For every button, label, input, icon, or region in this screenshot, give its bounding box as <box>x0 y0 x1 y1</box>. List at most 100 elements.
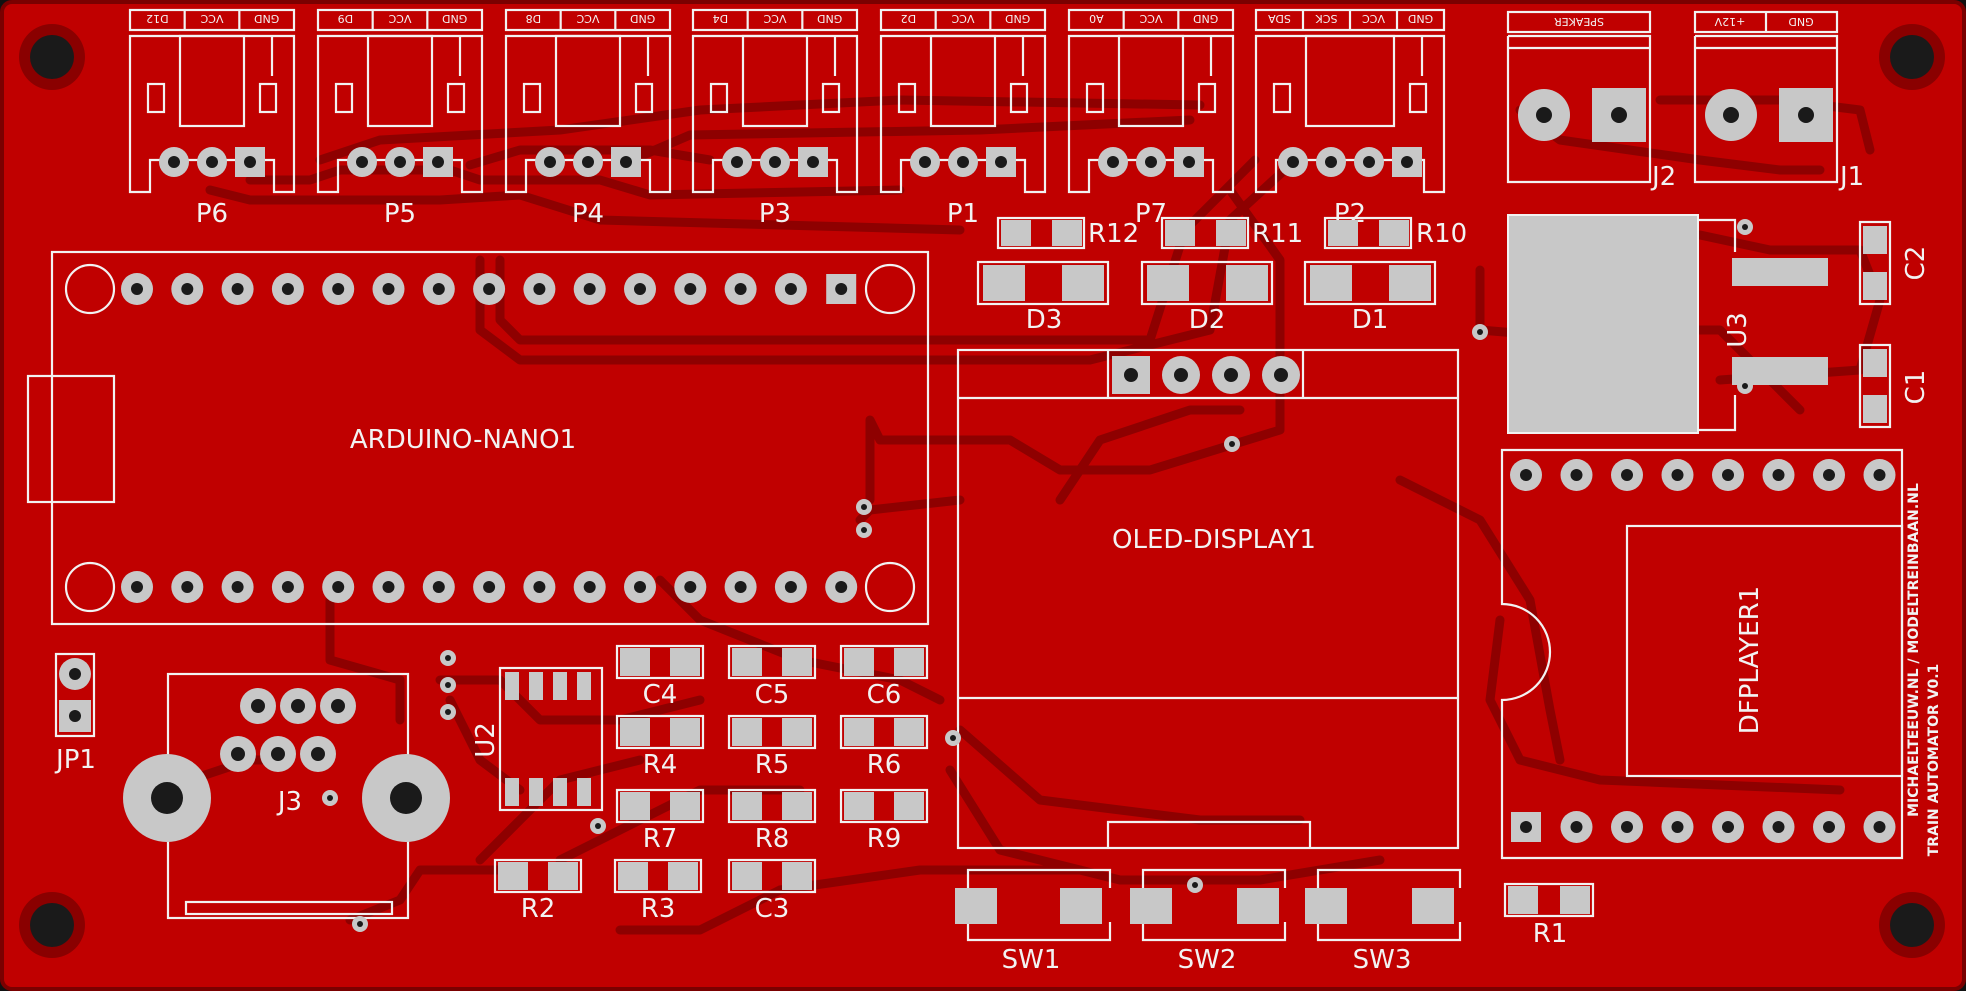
smd-outline <box>615 714 705 750</box>
smd-pad <box>894 792 924 820</box>
smd-ref-label: R9 <box>867 824 902 854</box>
terminal-j2: SPEAKER J2 <box>1506 10 1676 192</box>
df-pad-drill <box>1772 821 1785 833</box>
connector-pin-label: D2 <box>901 12 916 25</box>
vias <box>322 219 1753 932</box>
via-drill <box>861 527 867 533</box>
connector-key-left <box>522 82 542 114</box>
connector-pad-pin1-drill <box>244 156 256 168</box>
connector-ref-label: P5 <box>384 199 416 229</box>
nano-pad-pin1-drill <box>835 283 848 295</box>
connector-ref-label: P3 <box>759 199 791 229</box>
dfplayer: DFPLAYER1 MICHAELTEEUW.NL / MODELTREINBA… <box>1500 448 1942 860</box>
smd-ref-label: R6 <box>867 750 902 780</box>
connector-ref-label: P4 <box>572 199 604 229</box>
nano-pad-drill <box>181 581 194 593</box>
smd-pad <box>782 648 812 676</box>
nano-pad-drill <box>583 283 596 295</box>
connector-key-right <box>1408 82 1428 114</box>
r11-label: R11 <box>1252 219 1303 249</box>
connector-header-box <box>879 8 1047 32</box>
df-pad-drill <box>1671 469 1684 481</box>
smd-pad <box>732 792 762 820</box>
r10-label: R10 <box>1416 219 1467 249</box>
connector-ref-label: P6 <box>196 199 228 229</box>
smd-ref-label: R2 <box>521 894 556 924</box>
smd-r4: R4 <box>615 714 705 780</box>
jumper-jp1: JP1 <box>54 652 96 775</box>
nano-pad-drill <box>181 283 194 295</box>
connector-pad-drill <box>957 156 969 168</box>
smd-outline <box>727 788 817 824</box>
nano-pad-drill <box>432 581 445 593</box>
connector-pad-pin1-drill <box>432 156 444 168</box>
connector-pad-drill <box>919 156 931 168</box>
connector-pad-drill <box>769 156 781 168</box>
df-pad-drill <box>1570 821 1583 833</box>
smd-pad <box>498 862 528 890</box>
j1-header-gnd: GND <box>1788 15 1813 28</box>
smd-ref-label: R7 <box>643 824 678 854</box>
nano-pad-drill <box>231 283 244 295</box>
connector-pin-label: VCC <box>576 12 599 25</box>
connector-key-left <box>709 82 729 114</box>
nano-pad-drill <box>634 283 646 295</box>
connector-pad-drill <box>582 156 594 168</box>
connector-pin-label: GND <box>630 12 655 25</box>
nano-pad-drill <box>734 581 747 593</box>
connector-pin-label: D4 <box>713 12 728 25</box>
smd-outline <box>493 858 583 894</box>
smd-outline <box>839 714 929 750</box>
nano-pad-drill <box>483 581 496 593</box>
via-drill <box>1192 882 1198 888</box>
smd-pad <box>844 648 874 676</box>
df-pad-drill <box>1520 469 1532 481</box>
connector-latch <box>366 34 434 128</box>
smd-pad <box>782 792 812 820</box>
connector-key-right <box>634 82 654 114</box>
connector-body <box>691 34 859 194</box>
connector-key-left <box>897 82 917 114</box>
smd-r3: R3 <box>613 858 703 924</box>
connector-ref-label: P1 <box>947 199 979 229</box>
nano-pad-drill <box>432 283 445 295</box>
nano-pad-drill <box>734 283 747 295</box>
df-pad-drill <box>1621 821 1633 833</box>
connector-pad-drill <box>168 156 180 168</box>
smd-pad <box>782 718 812 746</box>
connector-key-right <box>1009 82 1029 114</box>
d2-label: D2 <box>1189 305 1226 335</box>
sw3-label: SW3 <box>1353 945 1412 975</box>
via-drill <box>445 709 451 715</box>
switch-sw2: SW2 <box>1130 868 1287 975</box>
via-drill <box>1742 383 1748 389</box>
nano-top-pins <box>121 273 857 305</box>
connector-row: GNDVCCD12P6GNDVCCD9P5GNDVCCD8P4GNDVCCD4P… <box>128 8 1446 229</box>
connector-body <box>316 34 484 194</box>
smd-r6: R6 <box>839 714 929 780</box>
connector-pin-label: GND <box>1005 12 1030 25</box>
oled-display: OLED-DISPLAY1 <box>956 348 1460 850</box>
connector-latch <box>929 34 997 128</box>
smd-ref-label: R3 <box>641 894 676 924</box>
connector-header-box <box>128 8 296 32</box>
smd-pad <box>670 718 700 746</box>
nano-pad-drill <box>382 283 395 295</box>
nano-pad-drill <box>784 283 797 295</box>
smd-pad <box>894 718 924 746</box>
connector-pin-label: GND <box>817 12 842 25</box>
df-bottom-pins <box>1511 811 1896 843</box>
connector-pin-label: VCC <box>388 12 411 25</box>
nano-pad-drill <box>382 581 395 593</box>
smd-outline <box>727 644 817 680</box>
connector-key-left <box>146 82 166 114</box>
sw2-label: SW2 <box>1178 945 1237 975</box>
df-pad-drill <box>1873 821 1886 833</box>
nano-pad-drill <box>483 283 496 295</box>
via-drill <box>1229 441 1235 447</box>
smd-outline <box>615 788 705 824</box>
connector-pin-label: GND <box>1408 12 1433 25</box>
